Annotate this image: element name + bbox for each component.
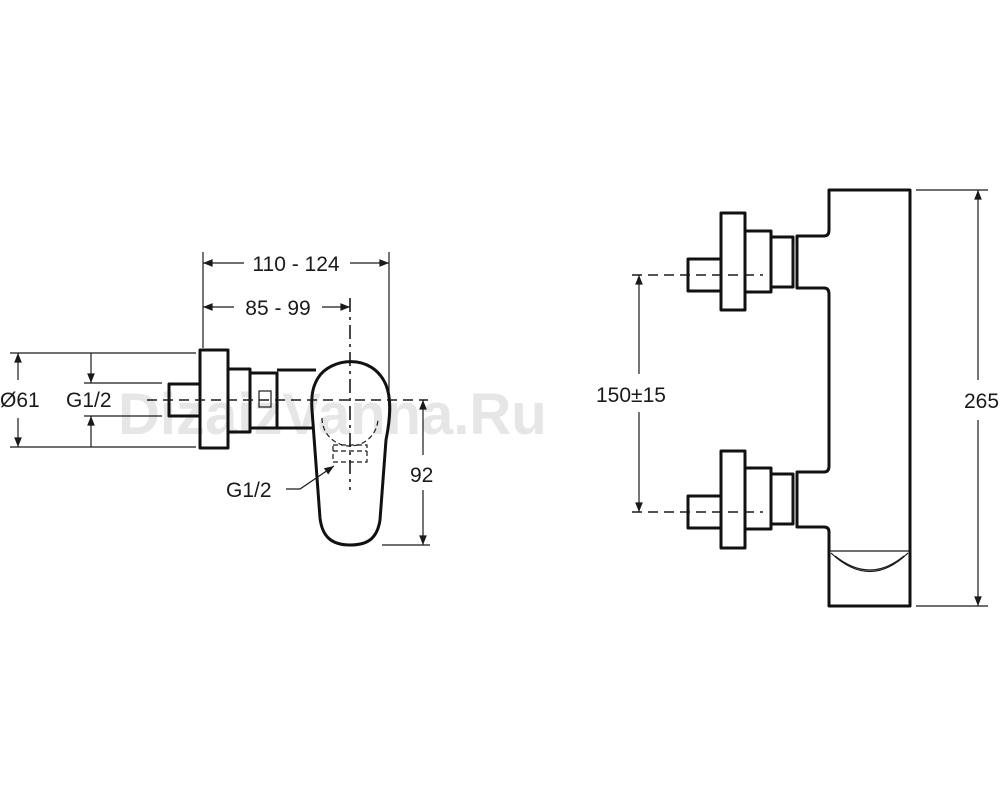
front-view: 150±15 265 (596, 188, 999, 608)
dim-axis-depth: 85 - 99 (245, 297, 310, 320)
dim-inlet-thread: G1/2 (66, 389, 112, 412)
upper-inlet-fitting (686, 211, 795, 312)
side-view: 110 - 124 85 - 99 Ø61 G1/2 G1/2 92 (0, 252, 433, 547)
dim-inlet-spacing: 150±15 (596, 384, 666, 407)
mixer-body (795, 188, 912, 608)
dim-overall-depth: 110 - 124 (252, 253, 339, 276)
dim-handle-height: 92 (410, 464, 433, 487)
dim-body-height: 265 (964, 390, 999, 413)
dim-outlet-thread: G1/2 (226, 479, 272, 502)
handle (310, 360, 392, 547)
dim-flange-diameter: Ø61 (0, 389, 40, 412)
lower-inlet-fitting (686, 449, 795, 550)
